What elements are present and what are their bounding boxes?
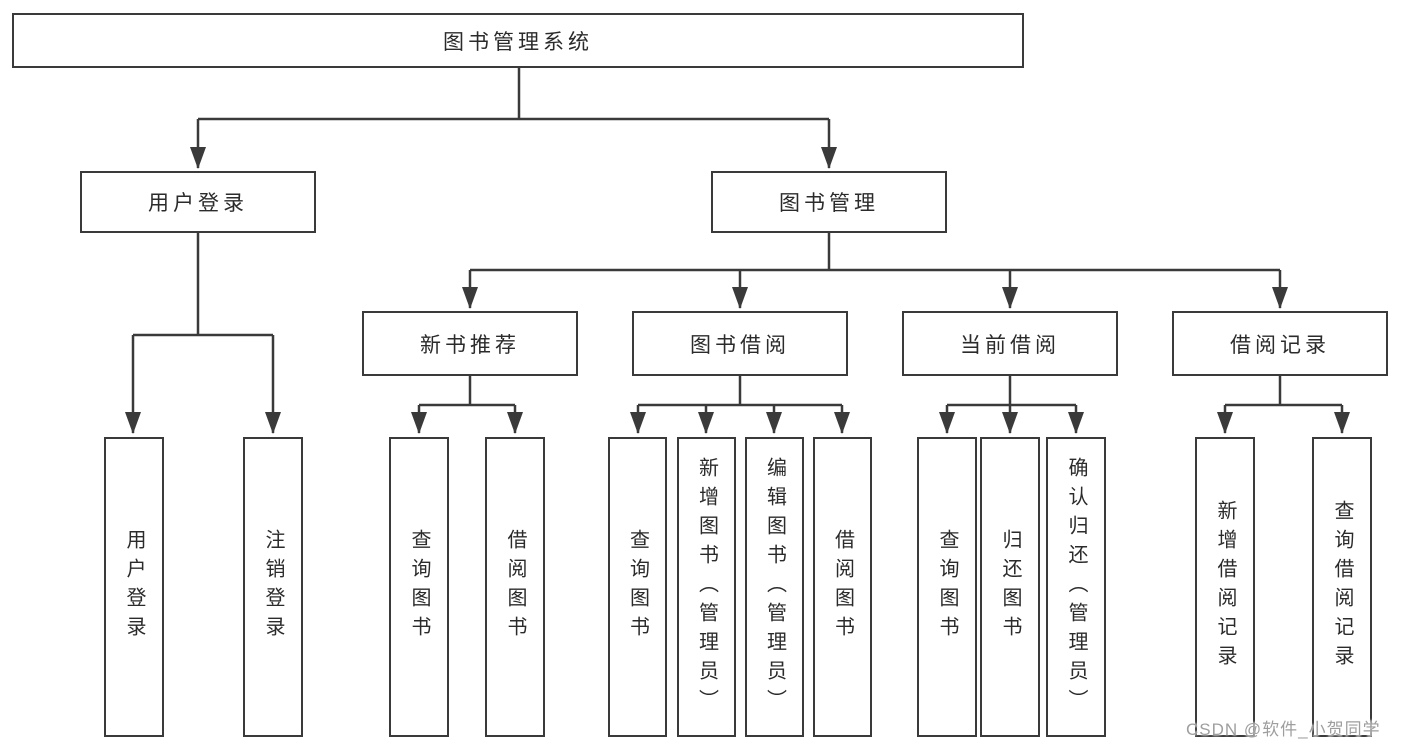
leaf-label: 注销登录	[262, 529, 284, 645]
leaf-records-add-record: 新增借阅记录	[1195, 437, 1255, 737]
leaf-label: 新增图书（管理员）	[695, 456, 718, 718]
leaf-current-confirm-return-admin: 确认归还（管理员）	[1046, 437, 1106, 737]
leaf-user-login: 用户登录	[104, 437, 164, 737]
leaf-label: 查询图书	[626, 529, 649, 645]
leaf-borrow-add-book-admin: 新增图书（管理员）	[677, 437, 736, 737]
leaf-recommend-query-book: 查询图书	[389, 437, 449, 737]
leaf-label: 查询借阅记录	[1331, 500, 1353, 674]
node-borrow-records: 借阅记录	[1172, 311, 1388, 376]
leaf-label: 查询图书	[936, 529, 958, 645]
leaf-records-query-record: 查询借阅记录	[1312, 437, 1372, 737]
node-root: 图书管理系统	[12, 13, 1024, 68]
csdn-watermark: CSDN @软件_小贺同学	[1186, 720, 1381, 739]
leaf-label: 归还图书	[999, 529, 1021, 645]
leaf-label: 确认归还（管理员）	[1065, 456, 1087, 718]
leaf-label: 借阅图书	[504, 529, 526, 645]
node-book-management: 图书管理	[711, 171, 947, 233]
leaf-recommend-borrow-book: 借阅图书	[485, 437, 545, 737]
leaf-label: 编辑图书（管理员）	[763, 456, 786, 718]
node-current-borrow: 当前借阅	[902, 311, 1118, 376]
leaf-current-query-book: 查询图书	[917, 437, 977, 737]
leaf-borrow-borrow-book: 借阅图书	[813, 437, 872, 737]
node-new-book-recommend: 新书推荐	[362, 311, 578, 376]
leaf-borrow-edit-book-admin: 编辑图书（管理员）	[745, 437, 804, 737]
leaf-label: 新增借阅记录	[1214, 500, 1236, 674]
node-user-login: 用户登录	[80, 171, 316, 233]
leaf-logout: 注销登录	[243, 437, 303, 737]
leaf-current-return-book: 归还图书	[980, 437, 1040, 737]
leaf-label: 借阅图书	[831, 529, 854, 645]
leaf-label: 用户登录	[123, 529, 145, 645]
leaf-borrow-query-book: 查询图书	[608, 437, 667, 737]
leaf-label: 查询图书	[408, 529, 430, 645]
node-book-borrow: 图书借阅	[632, 311, 848, 376]
